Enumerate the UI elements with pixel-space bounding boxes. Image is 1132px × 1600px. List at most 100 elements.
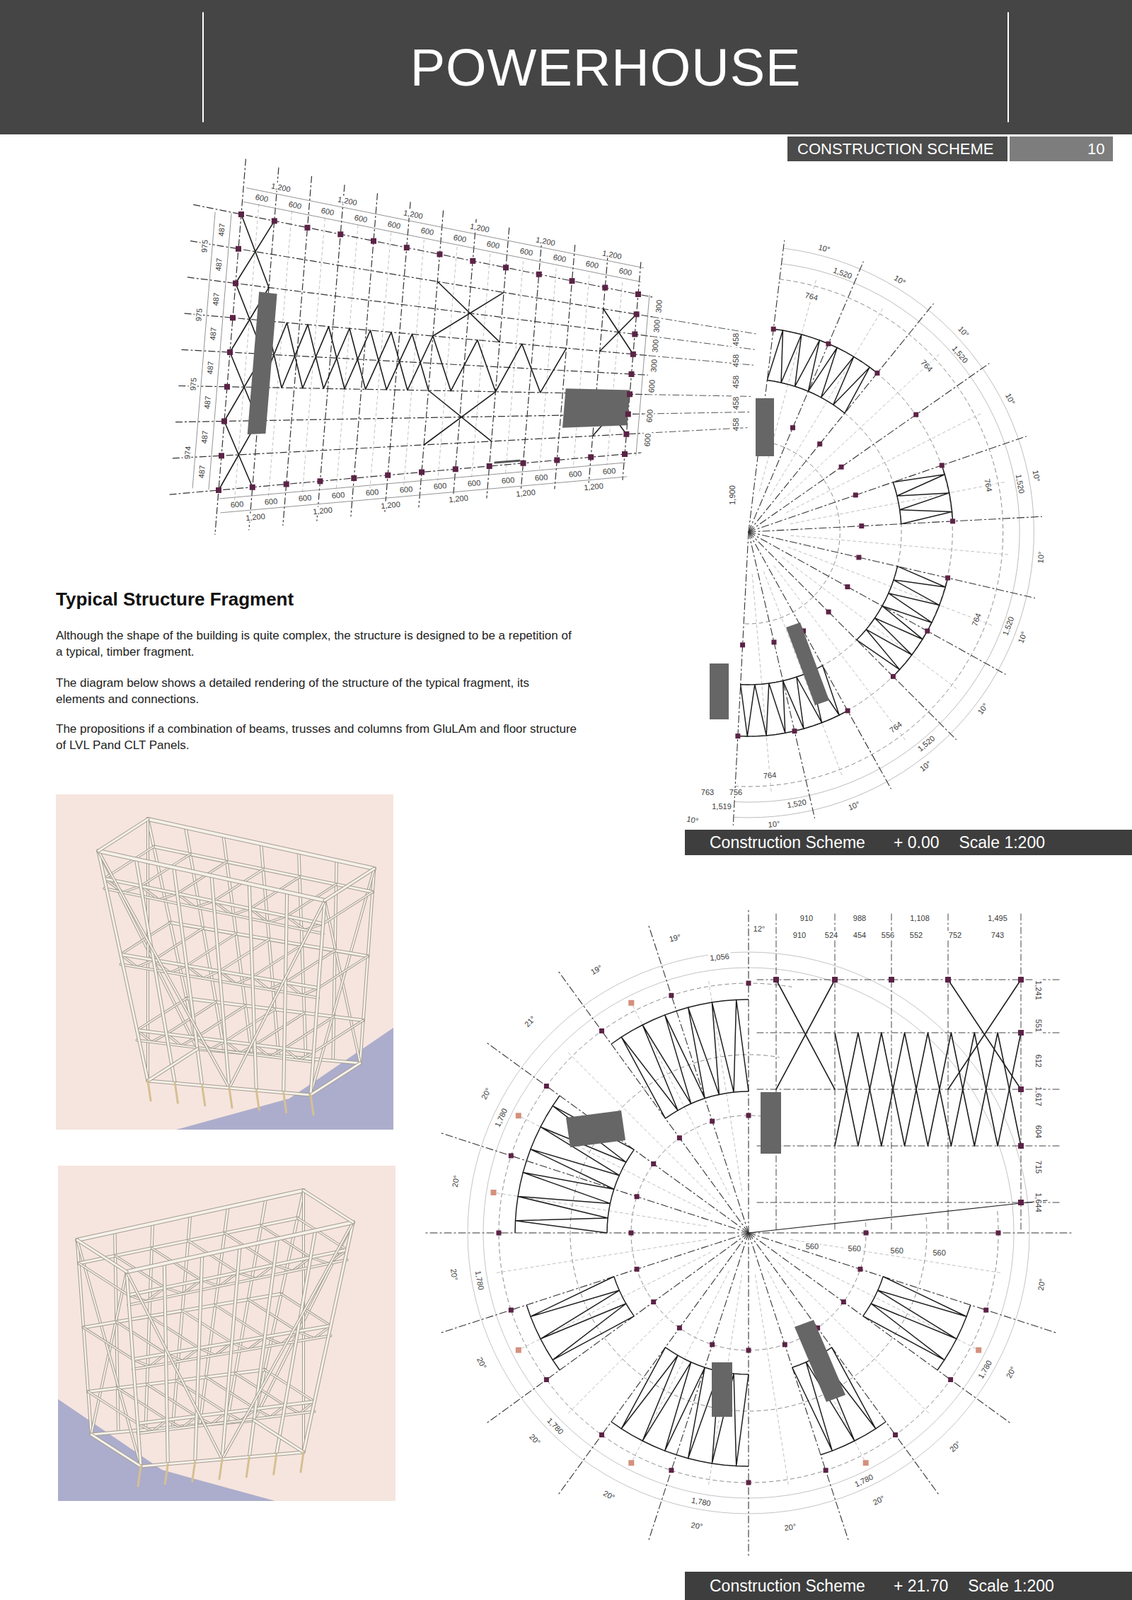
dimension-label: 20° xyxy=(450,1173,462,1190)
dimension-label: 19° xyxy=(667,931,684,944)
column xyxy=(1018,1030,1024,1036)
column xyxy=(790,425,796,431)
column xyxy=(826,609,832,615)
timber-beam xyxy=(248,1299,298,1332)
timber-beam xyxy=(195,1255,203,1463)
column xyxy=(536,271,542,278)
column xyxy=(650,1299,656,1305)
dimension-label: 10° xyxy=(891,273,909,288)
truss xyxy=(266,321,433,391)
radial-axis xyxy=(748,516,1042,533)
timber-beam xyxy=(283,892,288,1093)
column xyxy=(634,1194,640,1200)
dimension-label: 1,200 xyxy=(311,505,334,517)
radial-line xyxy=(754,1274,789,1485)
dimension-label: 1,780 xyxy=(473,1268,486,1292)
dimension-label: 600 xyxy=(319,205,337,218)
column xyxy=(841,1299,847,1305)
column xyxy=(469,258,476,264)
dimension-label: 20° xyxy=(1003,1364,1019,1382)
radial-line xyxy=(708,981,743,1191)
column xyxy=(945,977,951,983)
radial-axis xyxy=(748,532,1035,598)
column xyxy=(709,1342,715,1348)
radial-line xyxy=(708,1274,743,1485)
column xyxy=(948,1377,954,1383)
column xyxy=(1018,1199,1024,1206)
column xyxy=(858,523,864,529)
timber-post xyxy=(246,1457,250,1478)
column xyxy=(437,251,443,258)
column xyxy=(634,1267,640,1273)
column xyxy=(1018,1086,1024,1093)
dimension-label: 551 xyxy=(1034,1018,1043,1034)
column xyxy=(782,1342,788,1348)
column xyxy=(283,481,290,488)
stair-core xyxy=(786,622,830,706)
grid-arc xyxy=(743,440,840,625)
column xyxy=(996,1231,1002,1237)
caption-text: Scale 1:200 xyxy=(967,1578,1054,1595)
timber-beam xyxy=(88,1392,138,1425)
column xyxy=(224,384,230,390)
timber-post xyxy=(192,1461,196,1482)
dimension-label: 487 xyxy=(205,360,216,377)
dimension-label: 1,200 xyxy=(243,511,267,523)
dimension-label: 20° xyxy=(526,1431,543,1448)
timber-beam xyxy=(310,900,325,1096)
timber-beam xyxy=(77,1190,304,1241)
dimension-label: 1,200 xyxy=(379,499,402,511)
tab-text: 10 xyxy=(1087,141,1105,158)
dimension-label: 560 xyxy=(804,1242,820,1251)
timber-post xyxy=(164,1464,168,1485)
grid-axis xyxy=(757,1089,1062,1091)
bracing xyxy=(432,292,504,337)
furniture-mark xyxy=(515,1347,522,1354)
timber-beam xyxy=(249,884,257,1091)
radial-axis xyxy=(747,1233,749,1559)
timber-beam xyxy=(313,1020,363,1053)
body-text: Although the shape of the building is qu… xyxy=(55,628,580,661)
render-background xyxy=(55,794,394,1130)
truss-chord xyxy=(807,391,845,414)
bracing xyxy=(423,391,496,446)
radial-line xyxy=(790,481,1006,524)
column xyxy=(621,451,628,458)
radial-line xyxy=(767,1271,864,1461)
column xyxy=(677,1135,683,1141)
column xyxy=(913,412,919,418)
timber-beam xyxy=(172,1215,191,1428)
caption-text: Scale 1:200 xyxy=(958,834,1045,852)
timber-beam xyxy=(116,1322,167,1355)
timber-beam xyxy=(298,852,306,1060)
column xyxy=(350,475,357,482)
truss-chord xyxy=(704,1091,749,1099)
timber-beam xyxy=(286,884,337,917)
column xyxy=(668,1468,674,1474)
column xyxy=(950,518,956,524)
radial-axis xyxy=(748,1233,1059,1334)
dimension-label: 1,780 xyxy=(492,1105,510,1130)
truss xyxy=(834,1032,1021,1147)
timber-beam xyxy=(229,900,325,1089)
column xyxy=(503,264,509,271)
column xyxy=(735,733,741,739)
section-heading: Typical Structure Fragment xyxy=(55,587,294,612)
dimension-label: 600 xyxy=(499,475,516,486)
dimension-label: 600 xyxy=(418,225,436,238)
timber-beam xyxy=(333,860,337,1061)
timber-beam xyxy=(77,1240,141,1467)
radial-axis xyxy=(748,240,785,533)
dimension-label: 560 xyxy=(846,1244,863,1253)
grid-axis xyxy=(181,349,648,375)
body-text: The diagram below shows a detailed rende… xyxy=(55,675,580,709)
truss-chord xyxy=(856,606,883,641)
dimension-label: 600 xyxy=(567,469,584,479)
grid-axis xyxy=(350,193,378,517)
timber-beam xyxy=(77,1240,127,1273)
dimension-label: 600 xyxy=(551,252,569,264)
column xyxy=(945,575,951,581)
dimension-label: 1,056 xyxy=(708,951,732,963)
radial-axis xyxy=(485,1233,749,1425)
timber-beam xyxy=(249,1238,278,1457)
